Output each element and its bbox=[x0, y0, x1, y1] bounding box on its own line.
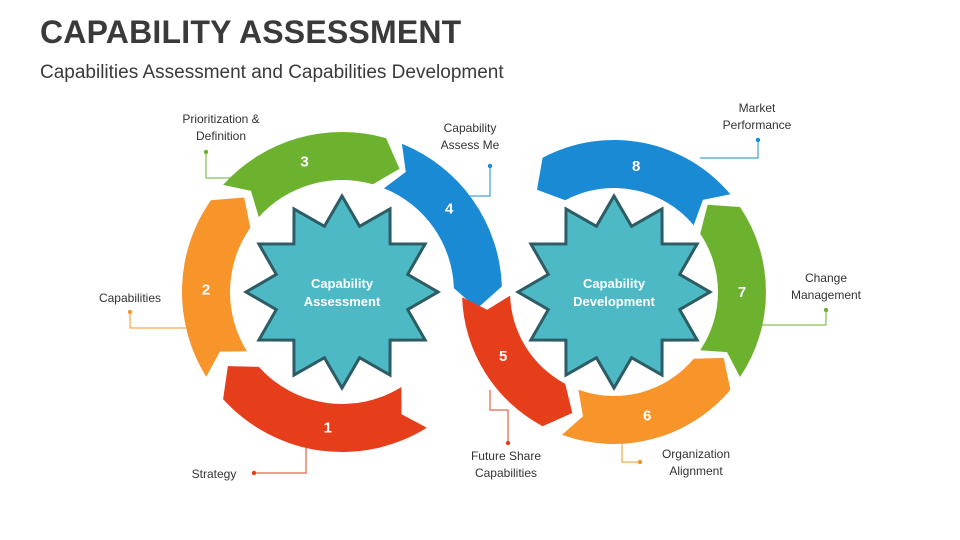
segment-number-4: 4 bbox=[445, 200, 454, 217]
callout-label-1: Strategy bbox=[192, 467, 237, 481]
callout-line-5 bbox=[489, 390, 509, 443]
callout-dot-1 bbox=[251, 470, 257, 476]
callout-dot-3 bbox=[203, 149, 209, 155]
arc-segment-4 bbox=[384, 143, 502, 309]
callout-dot-6 bbox=[637, 459, 643, 465]
center-label-line1: Capability bbox=[583, 276, 646, 291]
arc-segment-7 bbox=[700, 204, 766, 377]
callout-label-7: Change bbox=[805, 271, 847, 285]
arc-segment-6 bbox=[562, 357, 731, 444]
callout-line-3 bbox=[205, 152, 238, 179]
callout-dot-4 bbox=[487, 163, 493, 169]
segment-number-2: 2 bbox=[202, 282, 210, 299]
callout-line-7 bbox=[762, 310, 827, 326]
segment-number-5: 5 bbox=[499, 348, 507, 365]
callout-label-7: Management bbox=[791, 288, 862, 302]
center-label-line1: Capability bbox=[311, 276, 374, 291]
center-label-line2: Development bbox=[573, 294, 655, 309]
arc-segments bbox=[181, 131, 766, 453]
segment-number-1: 1 bbox=[324, 419, 332, 436]
center-star-2 bbox=[515, 193, 713, 391]
page-subtitle: Capabilities Assessment and Capabilities… bbox=[40, 62, 504, 83]
callout-label-2: Capabilities bbox=[99, 291, 161, 305]
callout-label-8: Market bbox=[739, 101, 776, 115]
segment-number-6: 6 bbox=[643, 408, 651, 425]
segment-number-3: 3 bbox=[300, 153, 308, 170]
segment-number-7: 7 bbox=[738, 284, 746, 301]
callout-label-4: Capability bbox=[444, 121, 497, 135]
callout-label-6: Organization bbox=[662, 447, 730, 461]
arc-segment-3 bbox=[223, 131, 400, 218]
callout-label-3: Prioritization & bbox=[182, 112, 259, 126]
callout-label-5: Future Share bbox=[471, 449, 541, 463]
callout-dot-7 bbox=[823, 307, 829, 313]
center-star-1 bbox=[243, 193, 441, 391]
page-title: CAPABILITY ASSESSMENT bbox=[40, 14, 462, 50]
labels: 1 2 3 4 5 6 7 8 bbox=[202, 153, 746, 436]
arc-segment-2 bbox=[181, 197, 251, 377]
callout-label-3: Definition bbox=[196, 129, 246, 143]
callout-line-1 bbox=[254, 428, 307, 474]
callout-label-8: Performance bbox=[723, 118, 792, 132]
callout-label-5: Capabilities bbox=[475, 466, 537, 480]
callout-dot-5 bbox=[505, 440, 511, 446]
arc-segment-8 bbox=[537, 140, 731, 226]
arc-segment-1 bbox=[223, 366, 427, 453]
callout-dot-2 bbox=[127, 309, 133, 315]
arc-segment-5 bbox=[462, 295, 573, 427]
callout-dot-8 bbox=[755, 137, 761, 143]
callout-line-2 bbox=[129, 312, 192, 329]
center-label-line2: Assessment bbox=[304, 294, 381, 309]
callout-label-6: Alignment bbox=[669, 464, 723, 478]
callouts: Strategy Capabilities Prioritization & Defi… bbox=[99, 101, 862, 481]
callout-line-4 bbox=[462, 166, 491, 197]
callout-line-8 bbox=[700, 140, 759, 159]
segment-number-8: 8 bbox=[632, 158, 640, 175]
callout-label-4: Assess Me bbox=[441, 138, 500, 152]
callout-line-6 bbox=[621, 436, 640, 463]
